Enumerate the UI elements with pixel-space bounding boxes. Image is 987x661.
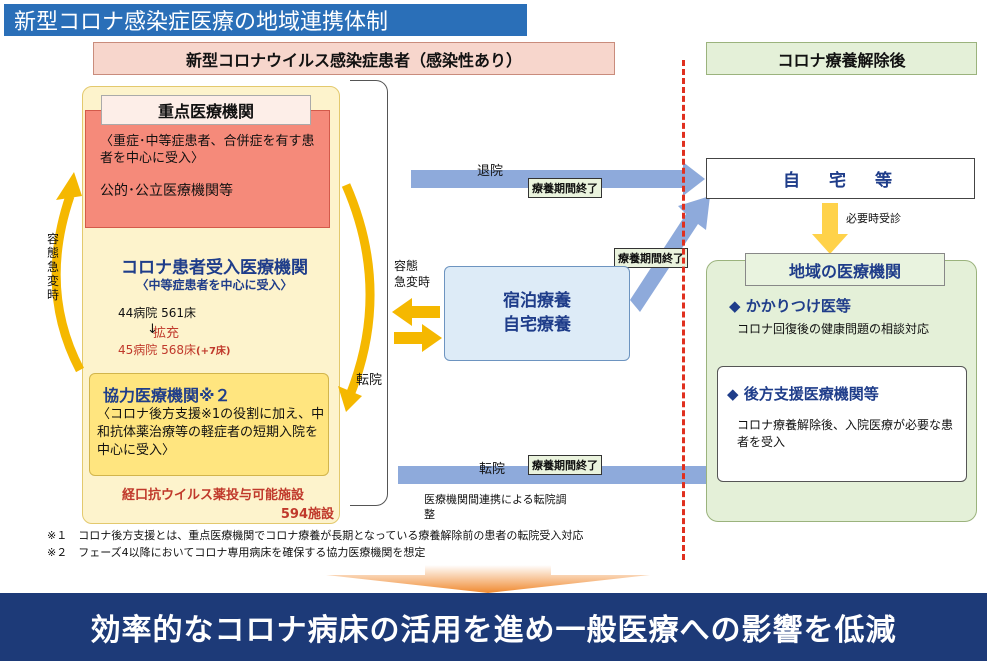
accommodation-line1: 宿泊療養 <box>503 291 571 311</box>
ukeire-before: 44病院 561床 <box>118 306 196 320</box>
down-arrow-icon: ↓ <box>147 322 158 337</box>
transfer-label-bottom: 転院 <box>479 462 506 477</box>
footnote-2: ※２ フェーズ4以降においてコロナ専用病床を確保する協力医療機関を想定 <box>47 546 426 559</box>
orange-arrow-right <box>394 324 442 352</box>
yotai-label: 容態 急変時 <box>394 259 431 289</box>
left-vertical-label: 容態急変時 <box>46 232 59 302</box>
family-doctor-title: ◆ かかりつけ医等 <box>729 297 851 315</box>
accommodation-line2: 自宅療養 <box>503 315 571 335</box>
kyoryoku-title: 協力医療機関※２ <box>103 386 231 405</box>
visit-when-needed-label: 必要時受診 <box>846 212 901 225</box>
juten-label: 重点医療機関 <box>101 95 311 125</box>
oral-antiviral-label: 経口抗ウイルス薬投与可能施設 <box>121 488 304 503</box>
juten-description: 〈重症･中等症患者、合併症を有す患者を中心に受入〉 <box>100 134 315 166</box>
ukeire-subtitle: 〈中等症患者を中心に受入〉 <box>136 278 293 292</box>
ukeire-after-delta: (+7床) <box>196 346 231 357</box>
period-end-tag-discharge: 療養期間終了 <box>528 178 602 198</box>
orange-arrow-left <box>392 298 440 326</box>
period-end-tag-diagonal: 療養期間終了 <box>614 248 688 268</box>
transfer-arrow-shaft <box>398 466 709 484</box>
kyoryoku-description: 〈コロナ後方支援※1の役割に加え、中和抗体薬治療等の軽症者の短期入院を中心に受入… <box>97 407 325 458</box>
transfer-label-left: 転院 <box>356 373 383 388</box>
home-box: 自 宅 等 <box>706 158 975 199</box>
discharge-label: 退院 <box>477 164 504 179</box>
divider-dashed-line <box>682 60 685 560</box>
kyoryoku-box <box>89 373 329 476</box>
discharge-arrow-head <box>683 162 705 196</box>
header-infected-patients: 新型コロナウイルス感染症患者（感染性あり） <box>93 42 615 75</box>
accommodation-text: 宿泊療養 自宅療養 <box>448 289 626 337</box>
backup-support-description: コロナ療養解除後、入院医療が必要な患者を受入 <box>737 418 954 449</box>
hospital-group-bracket <box>350 80 388 506</box>
accommodation-box <box>444 266 630 361</box>
left-curved-arrow <box>51 194 84 373</box>
coordination-label: 医療機関間連携による転院調整 <box>424 493 567 521</box>
ukeire-after-value: 45病院 568床 <box>118 343 196 357</box>
bottom-banner: 効率的なコロナ病床の活用を進め一般医療への影響を低減 <box>0 593 987 661</box>
juten-box <box>85 110 330 228</box>
backup-support-box <box>717 366 967 482</box>
down-arrow-to-clinic <box>812 203 848 254</box>
ukeire-after: 45病院 568床(+7床) <box>118 341 230 358</box>
ukeire-expand: 拡充 <box>153 326 180 341</box>
oral-antiviral-count: 594施設 <box>280 507 334 522</box>
backup-support-title: ◆ 後方支援医療機関等 <box>727 385 879 403</box>
right-curved-arrow-head <box>338 386 362 412</box>
header-after-release: コロナ療養解除後 <box>706 42 977 75</box>
ukeire-title: コロナ患者受入医療機関 <box>121 258 308 278</box>
regional-clinic-label: 地域の医療機関 <box>745 253 945 286</box>
right-curved-arrow <box>341 183 375 397</box>
page-title: 新型コロナ感染症医療の地域連携体制 <box>4 4 527 36</box>
left-curved-arrow-head <box>56 172 82 200</box>
footnote-1: ※１ コロナ後方支援とは、重点医療機関でコロナ療養が長期となっている療養解除前の… <box>47 529 584 542</box>
juten-note: 公的･公立医療機関等 <box>100 183 233 199</box>
period-end-tag-transfer: 療養期間終了 <box>528 455 602 475</box>
bottom-big-arrow <box>326 565 650 593</box>
family-doctor-description: コロナ回復後の健康問題の相談対応 <box>737 322 930 336</box>
